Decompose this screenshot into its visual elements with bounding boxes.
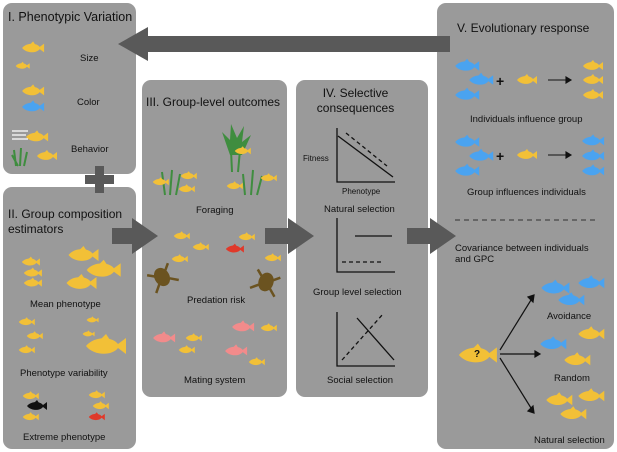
panel1-fish <box>11 41 57 167</box>
predation-risk-label: Predation risk <box>187 295 246 306</box>
natural-selection-dashed <box>345 132 388 167</box>
frog-icon <box>248 267 283 299</box>
seaweed-icon <box>161 149 263 196</box>
outcome-arrows <box>499 294 542 414</box>
social-selection-label: Social selection <box>327 375 394 386</box>
panel5-title: V. Evolutionary response <box>457 21 590 35</box>
question-mark: ? <box>474 349 481 360</box>
phenotype-axis-label: Phenotype <box>342 187 381 196</box>
panel-group-outcomes <box>142 80 287 397</box>
arrow-panel3-to-panel4 <box>265 218 314 254</box>
arrow-panel4-to-panel5 <box>407 218 456 254</box>
plus-sign-1: + <box>496 73 505 89</box>
panel2-fish <box>18 246 126 421</box>
mean-phenotype-label: Mean phenotype <box>30 299 101 310</box>
flow-arrows <box>85 27 456 254</box>
arrow-back-to-panel1 <box>118 27 450 61</box>
plus-sign-2: + <box>496 148 505 164</box>
arrow-panel2-to-panel3 <box>112 218 158 254</box>
plant-icon <box>222 124 251 155</box>
social-selection-solid <box>356 317 395 361</box>
group-influences-individuals-label: Group influences individuals <box>467 187 586 198</box>
natural-selection-solid <box>337 135 394 178</box>
individuals-influence-group-label: Individuals influence group <box>470 114 583 125</box>
foraging-label: Foraging <box>196 205 234 216</box>
group-level-selection-label: Group level selection <box>313 287 402 298</box>
panel5-graphics <box>455 58 605 420</box>
phenotype-variability-label: Phenotype variability <box>20 368 108 379</box>
panel4-title: IV. Selective consequences <box>316 86 395 115</box>
social-selection-axes <box>336 312 395 367</box>
motion-lines-icon <box>12 130 28 140</box>
group-selection-axes <box>336 218 395 273</box>
panel2-title: II. Group composition estimators <box>8 207 123 236</box>
color-label: Color <box>77 97 100 108</box>
social-selection-dashed <box>341 313 384 361</box>
random-label: Random <box>554 373 590 384</box>
seaweed-icon <box>11 147 28 167</box>
size-label: Size <box>80 53 99 64</box>
panel3-graphics <box>144 124 283 366</box>
behavior-label: Behavior <box>71 144 109 155</box>
frog-icon <box>144 261 181 295</box>
natural-selection-label: Natural selection <box>324 204 395 215</box>
mating-system-label: Mating system <box>184 375 246 386</box>
avoidance-label: Avoidance <box>547 311 592 322</box>
panel3-title: III. Group-level outcomes <box>146 95 281 109</box>
fitness-axis-label: Fitness <box>303 154 329 163</box>
natural-selection-outcome-label: Natural selection <box>534 435 605 446</box>
extreme-phenotype-label: Extreme phenotype <box>23 432 106 443</box>
panel4-plots <box>336 128 395 367</box>
natural-selection-axes <box>336 128 395 183</box>
plus-connector <box>85 166 114 193</box>
panel1-title: I. Phenotypic Variation <box>8 10 133 24</box>
panel-selective-consequences <box>296 80 428 397</box>
covariance-label: Covariance between individuals and GPC <box>455 243 589 265</box>
